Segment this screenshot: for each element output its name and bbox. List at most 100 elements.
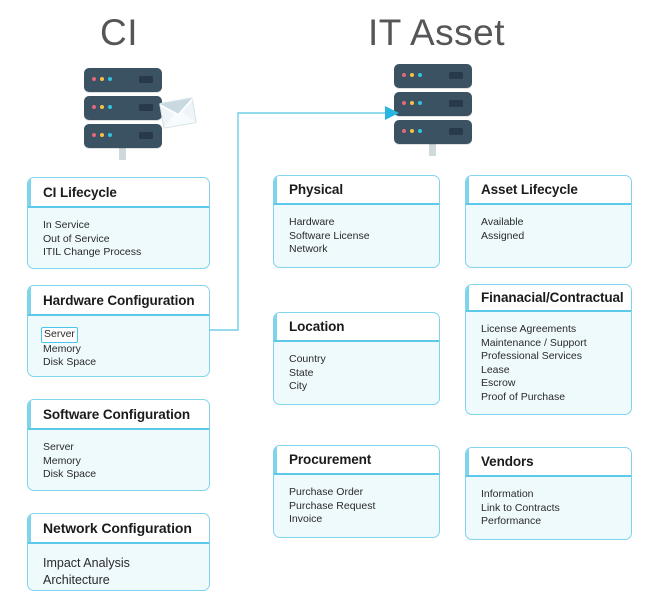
server-unit-cap [158, 70, 168, 92]
card-item[interactable]: Architecture [43, 572, 110, 587]
card-title: Network Configuration [43, 520, 192, 536]
server-vent-icon [139, 104, 153, 111]
server-unit-cap [468, 66, 478, 88]
card-title: Procurement [289, 452, 372, 467]
card-body: License Agreements Maintenance / Support… [466, 312, 631, 414]
server-unit-cap [468, 122, 478, 144]
card-item-highlighted[interactable]: Server [41, 327, 209, 343]
card-item[interactable]: Impact Analysis [43, 556, 130, 570]
server-unit [394, 120, 478, 144]
card-item[interactable]: Proof of Purchase [481, 390, 566, 403]
led-cyan-icon [418, 101, 422, 105]
card-network-configuration[interactable]: Network Configuration Impact Analysis Ar… [27, 513, 210, 591]
led-pink-icon [402, 129, 406, 133]
it-asset-server-stack-icon [394, 64, 480, 156]
card-procurement[interactable]: Procurement Purchase Order Purchase Requ… [273, 445, 440, 538]
card-title: Finanacial/Contractual [481, 290, 624, 305]
card-item[interactable]: Out of Service [43, 232, 110, 245]
card-item[interactable]: Assigned [481, 229, 525, 242]
led-pink-icon [402, 101, 406, 105]
card-item[interactable]: Maintenance / Support [481, 336, 587, 349]
envelope-icon [159, 97, 197, 129]
server-unit [394, 92, 478, 116]
card-body: Server Memory Disk Space [28, 430, 209, 490]
card-item[interactable]: Memory [43, 342, 81, 355]
led-cyan-icon [418, 73, 422, 77]
card-item[interactable]: Performance [481, 515, 542, 527]
card-body: Impact Analysis Architecture [28, 544, 209, 590]
card-header: Network Configuration [28, 514, 209, 544]
server-vent-icon [449, 100, 463, 107]
card-software-configuration[interactable]: Software Configuration Server Memory Dis… [27, 399, 210, 491]
card-item[interactable]: Network [289, 243, 328, 255]
card-title: Asset Lifecycle [481, 182, 578, 197]
card-vendors[interactable]: Vendors Information Link to Contracts Pe… [465, 447, 632, 540]
card-physical[interactable]: Physical Hardware Software License Netwo… [273, 175, 440, 268]
card-header: Physical [274, 176, 439, 205]
card-item[interactable]: Link to Contracts [481, 501, 560, 514]
card-item[interactable]: Disk Space [43, 468, 97, 480]
server-unit [84, 96, 168, 120]
led-pink-icon [92, 77, 96, 81]
card-item[interactable]: Available [481, 216, 524, 228]
card-item[interactable]: Purchase Order [289, 486, 364, 498]
led-yellow-icon [100, 77, 104, 81]
card-item[interactable]: Information [481, 488, 534, 500]
column-title-it-asset: IT Asset [368, 12, 505, 53]
led-cyan-icon [108, 105, 112, 109]
server-leds [402, 129, 422, 133]
server-keyword-highlight[interactable]: Server [41, 327, 78, 343]
card-item[interactable]: Disk Space [43, 356, 97, 368]
card-body: Country State City [274, 342, 439, 404]
card-item[interactable]: Invoice [289, 513, 323, 525]
card-item[interactable]: Country [289, 353, 326, 365]
led-yellow-icon [410, 129, 414, 133]
card-item[interactable]: Escrow [481, 377, 516, 389]
card-body: Purchase Order Purchase Request Invoice [274, 475, 439, 537]
card-item[interactable]: In Service [43, 219, 90, 231]
card-item[interactable]: Server [43, 441, 74, 453]
card-title: Physical [289, 182, 343, 197]
card-header: Vendors [466, 448, 631, 477]
card-financial-contractual[interactable]: Finanacial/Contractual License Agreement… [465, 284, 632, 415]
server-unit-cap [468, 94, 478, 116]
server-vent-icon [449, 128, 463, 135]
card-item[interactable]: Lease [481, 363, 510, 376]
card-location[interactable]: Location Country State City [273, 312, 440, 405]
card-item[interactable]: Professional Services [481, 350, 582, 362]
card-item[interactable]: Purchase Request [289, 499, 376, 512]
card-asset-lifecycle[interactable]: Asset Lifecycle Available Assigned [465, 175, 632, 268]
card-body: Hardware Software License Network [274, 205, 439, 267]
card-header: CI Lifecycle [28, 178, 209, 208]
led-yellow-icon [410, 101, 414, 105]
card-hardware-configuration[interactable]: Hardware Configuration Server Memory Dis… [27, 285, 210, 377]
card-body: In Service Out of Service ITIL Change Pr… [28, 208, 209, 268]
card-header: Asset Lifecycle [466, 176, 631, 205]
led-pink-icon [402, 73, 406, 77]
card-header: Procurement [274, 446, 439, 475]
server-unit [394, 64, 478, 88]
server-unit [84, 124, 168, 148]
card-item[interactable]: Memory [43, 454, 81, 467]
server-leds [92, 133, 112, 137]
led-cyan-icon [418, 129, 422, 133]
card-item[interactable]: State [289, 366, 314, 379]
card-item[interactable]: ITIL Change Process [43, 246, 142, 258]
card-item[interactable]: City [289, 380, 308, 392]
server-unit [84, 68, 168, 92]
card-title: Vendors [481, 454, 534, 469]
card-header: Hardware Configuration [28, 286, 209, 316]
card-item[interactable]: License Agreements [481, 323, 577, 335]
card-item[interactable]: Hardware [289, 216, 335, 228]
card-title: Hardware Configuration [43, 292, 195, 308]
card-body: Available Assigned [466, 205, 631, 253]
server-leds [92, 77, 112, 81]
server-leds [92, 105, 112, 109]
card-ci-lifecycle[interactable]: CI Lifecycle In Service Out of Service I… [27, 177, 210, 269]
led-yellow-icon [100, 105, 104, 109]
led-yellow-icon [100, 133, 104, 137]
led-pink-icon [92, 105, 96, 109]
card-item[interactable]: Software License [289, 229, 370, 242]
card-title: Location [289, 319, 345, 334]
server-vent-icon [139, 132, 153, 139]
